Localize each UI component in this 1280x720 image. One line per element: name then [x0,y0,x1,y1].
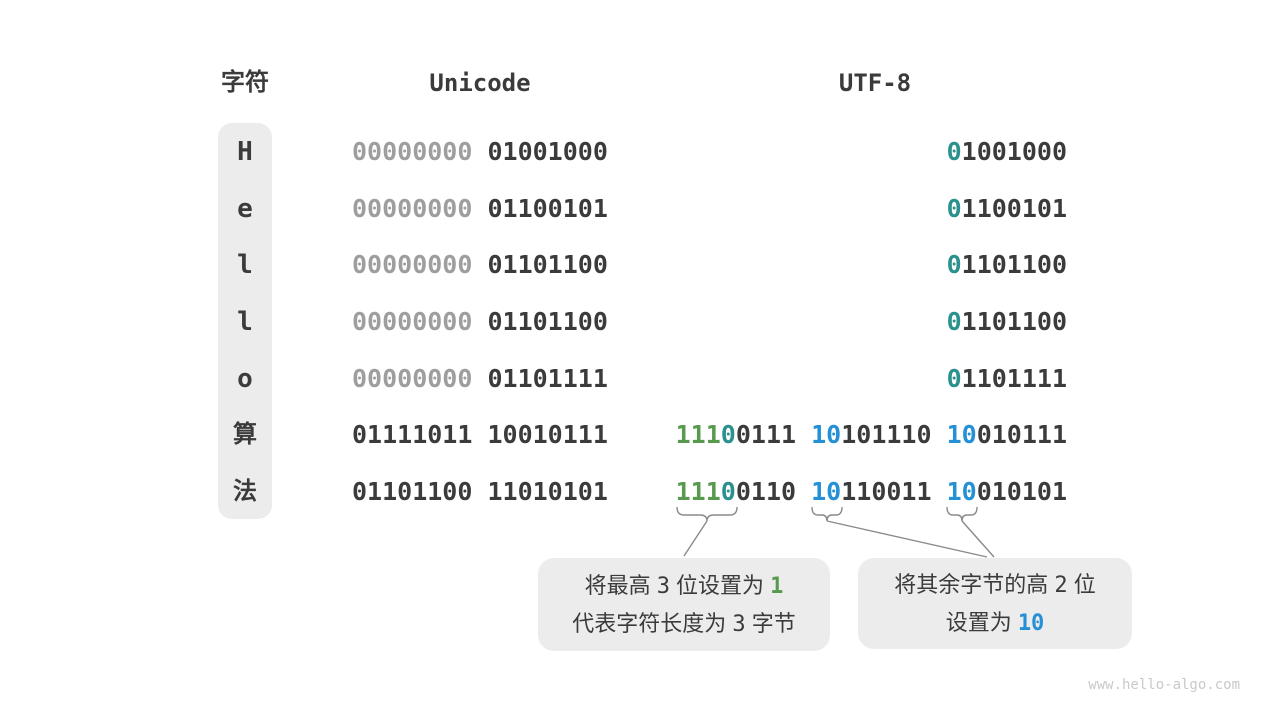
table-row: o 00000000 01101111 01101111 [0,364,1280,394]
utf8-value: 11100111 10101110 10010111 [675,420,1067,449]
table-row: H 00000000 01001000 01001000 [0,137,1280,167]
table-row: l 00000000 01101100 01101100 [0,250,1280,280]
unicode-value: 00000000 01101111 [352,364,608,393]
unicode-value: 00000000 01100101 [352,194,608,223]
callout-leading-bits: 将最高 3 位设置为 1 代表字符长度为 3 字节 [538,558,830,651]
utf8-value: 11100110 10110011 10010101 [675,477,1067,506]
underbrace-continuation-bits-2 [946,506,978,522]
column-header-utf8: UTF-8 [838,69,912,97]
utf8-value: 01101100 [946,307,1067,336]
callout-continuation-bits: 将其余字节的高 2 位 设置为 10 [858,558,1132,649]
unicode-value: 00000000 01101100 [352,250,608,279]
connector-line-continuation-1 [826,520,988,558]
utf8-value: 01100101 [946,194,1067,223]
row-char-label: l [237,250,253,280]
unicode-value: 00000000 01001000 [352,137,608,166]
row-char-label: l [237,307,253,337]
row-char-label: e [237,194,253,224]
row-char-label: o [237,364,253,394]
char-column-pill [218,123,272,519]
table-row: l 00000000 01101100 01101100 [0,307,1280,337]
table-row: 法 01101100 11010101 11100110 10110011 10… [0,478,1280,506]
table-row: 算 01111011 10010111 11100111 10101110 10… [0,421,1280,449]
unicode-value: 01111011 10010111 [352,420,608,449]
column-header-unicode: Unicode [429,69,531,97]
watermark: www.hello-algo.com [1088,677,1240,693]
row-char-label: 算 [233,421,257,448]
unicode-value: 01101100 11010101 [352,477,608,506]
utf8-value: 01001000 [946,137,1067,166]
utf8-value: 01101100 [946,250,1067,279]
table-row: e 00000000 01100101 01100101 [0,194,1280,224]
column-header-char: 字符 [221,69,269,96]
callout-continuation-line1: 将其余字节的高 2 位 [894,571,1096,598]
connector-line-continuation-2 [961,520,995,558]
callout-continuation-line2: 设置为 10 [945,609,1045,636]
underbrace-continuation-bits-1 [811,506,843,522]
connector-line-leading [683,520,708,557]
callout-leading-line2: 代表字符长度为 3 字节 [572,610,796,637]
row-char-label: H [237,137,253,167]
utf8-value: 01101111 [946,364,1067,393]
unicode-value: 00000000 01101100 [352,307,608,336]
underbrace-leading-bits [676,506,738,522]
callout-leading-line1: 将最高 3 位设置为 1 [584,572,784,599]
row-char-label: 法 [233,478,257,505]
